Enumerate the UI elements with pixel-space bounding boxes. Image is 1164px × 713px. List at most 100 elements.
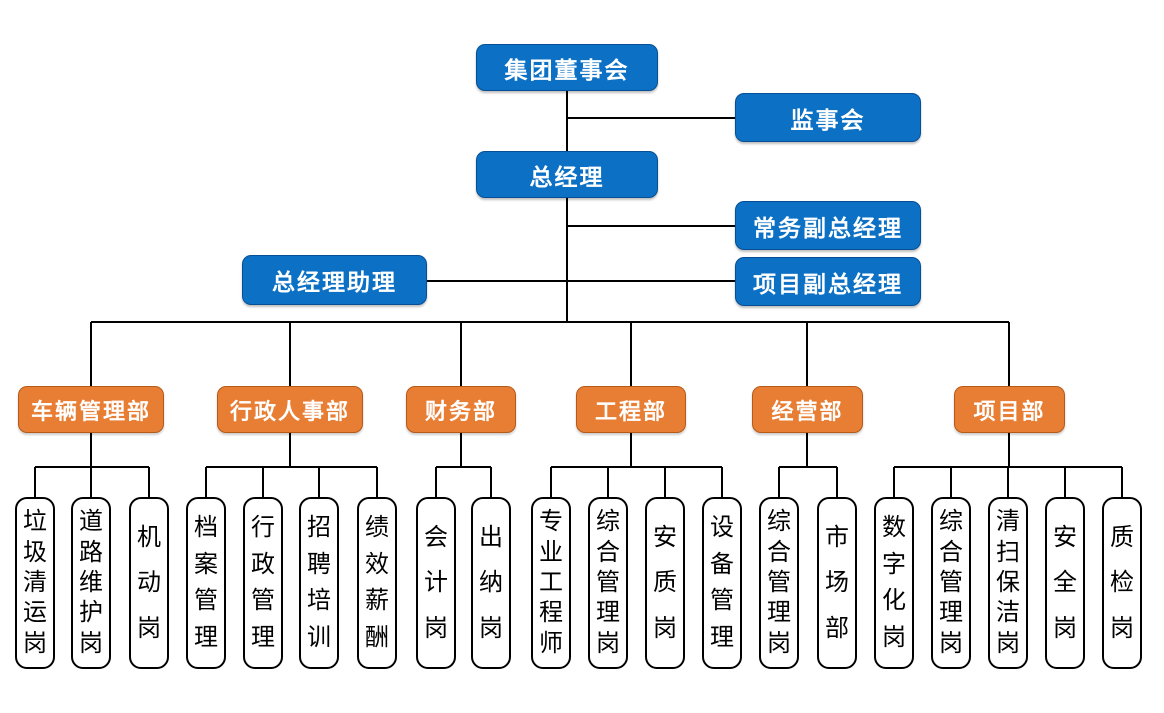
- position-node-0-0: 垃圾清运岗: [15, 497, 55, 669]
- char: 质: [653, 570, 677, 596]
- char: 招: [307, 515, 331, 542]
- position-node-5-2: 清扫保洁岗: [988, 497, 1028, 669]
- char: 岗: [79, 630, 103, 657]
- char: 理: [194, 624, 218, 651]
- char: 管: [767, 569, 791, 596]
- char: 理: [710, 624, 734, 651]
- char: 部: [825, 615, 849, 642]
- char: 垃: [23, 509, 47, 536]
- char: 专: [539, 509, 563, 536]
- char: 扫: [996, 539, 1020, 566]
- char: 管: [710, 588, 734, 615]
- char: 维: [79, 569, 103, 596]
- char: 岗: [596, 630, 620, 657]
- char: 岗: [939, 630, 963, 657]
- position-node-4-1: 市场部: [817, 497, 857, 669]
- char: 护: [79, 600, 103, 627]
- char: 岗: [23, 630, 47, 657]
- char: 岗: [424, 615, 448, 642]
- char: 圾: [23, 539, 47, 566]
- position-node-3-0: 专业工程师: [531, 497, 571, 669]
- char: 综: [767, 509, 791, 536]
- dept-node-2: 财务部: [406, 386, 516, 433]
- char: 培: [307, 588, 331, 615]
- char: 绩: [365, 515, 389, 542]
- char: 岗: [1053, 615, 1077, 642]
- char: 岗: [996, 630, 1020, 657]
- char: 岗: [479, 615, 503, 642]
- char: 理: [767, 600, 791, 627]
- dept-node-1: 行政人事部: [217, 386, 363, 433]
- node-executive-deputy-gm: 常务副总经理: [735, 201, 921, 250]
- char: 训: [307, 624, 331, 651]
- char: 理: [251, 624, 275, 651]
- position-node-2-0: 会计岗: [416, 497, 456, 669]
- position-node-3-1: 综合管理岗: [588, 497, 628, 669]
- char: 岗: [767, 630, 791, 657]
- dept-node-3: 工程部: [576, 386, 686, 433]
- char: 合: [596, 539, 620, 566]
- char: 档: [194, 515, 218, 542]
- char: 动: [137, 570, 161, 596]
- char: 案: [194, 551, 218, 578]
- char: 行: [251, 515, 275, 542]
- char: 道: [79, 509, 103, 536]
- char: 机: [137, 524, 161, 551]
- char: 运: [23, 600, 47, 627]
- position-node-1-1: 行政管理: [243, 497, 283, 669]
- position-node-5-1: 综合管理岗: [931, 497, 971, 669]
- dept-node-4: 经营部: [752, 386, 863, 433]
- dept-node-0: 车辆管理部: [18, 386, 164, 433]
- node-general-manager: 总经理: [476, 151, 658, 198]
- char: 保: [996, 569, 1020, 596]
- char: 管: [194, 588, 218, 615]
- char: 设: [710, 515, 734, 542]
- position-node-5-3: 安全岗: [1045, 497, 1085, 669]
- char: 场: [825, 570, 849, 596]
- position-node-0-2: 机动岗: [129, 497, 169, 669]
- position-node-3-3: 设备管理: [702, 497, 742, 669]
- char: 合: [767, 539, 791, 566]
- char: 业: [539, 539, 563, 566]
- char: 管: [596, 569, 620, 596]
- char: 管: [251, 588, 275, 615]
- char: 程: [539, 600, 563, 627]
- node-supervisory-board: 监事会: [735, 93, 921, 142]
- char: 酬: [365, 624, 389, 651]
- char: 检: [1110, 570, 1134, 596]
- char: 字: [882, 551, 906, 578]
- char: 薪: [365, 588, 389, 615]
- char: 综: [596, 509, 620, 536]
- position-node-2-1: 出纳岗: [471, 497, 511, 669]
- char: 市: [825, 524, 849, 551]
- char: 岗: [882, 624, 906, 651]
- char: 聘: [307, 551, 331, 578]
- position-node-4-0: 综合管理岗: [759, 497, 799, 669]
- char: 理: [939, 600, 963, 627]
- char: 岗: [653, 615, 677, 642]
- char: 洁: [996, 600, 1020, 627]
- position-node-1-2: 招聘培训: [299, 497, 339, 669]
- char: 纳: [479, 570, 503, 596]
- char: 清: [23, 569, 47, 596]
- char: 出: [479, 524, 503, 551]
- position-node-3-2: 安质岗: [645, 497, 685, 669]
- char: 政: [251, 551, 275, 578]
- char: 合: [939, 539, 963, 566]
- char: 理: [596, 600, 620, 627]
- char: 化: [882, 588, 906, 615]
- position-node-5-0: 数字化岗: [874, 497, 914, 669]
- char: 备: [710, 551, 734, 578]
- char: 师: [539, 630, 563, 657]
- char: 安: [1053, 524, 1077, 551]
- node-board: 集团董事会: [476, 44, 658, 91]
- char: 全: [1053, 570, 1077, 596]
- char: 计: [424, 570, 448, 596]
- char: 数: [882, 515, 906, 542]
- char: 综: [939, 509, 963, 536]
- char: 清: [996, 509, 1020, 536]
- position-node-1-0: 档案管理: [186, 497, 226, 669]
- char: 效: [365, 551, 389, 578]
